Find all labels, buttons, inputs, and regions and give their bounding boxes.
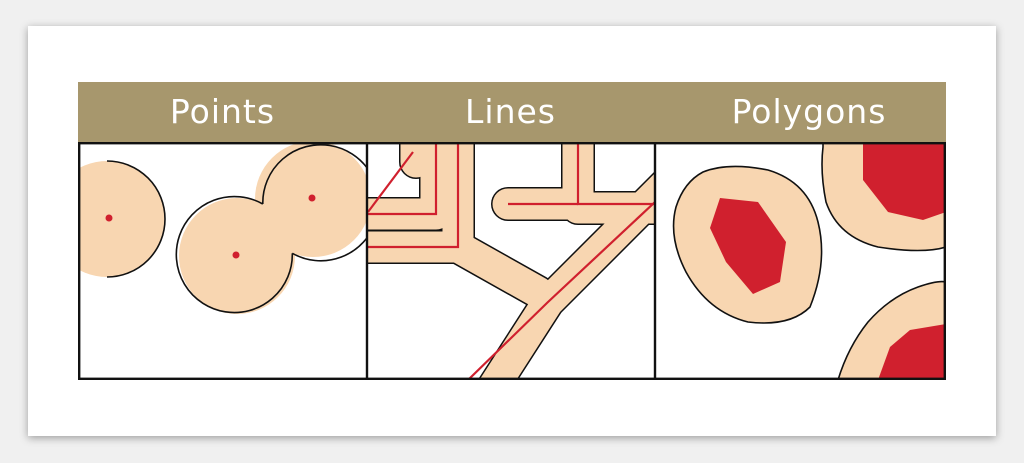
polygons-panel <box>655 142 946 380</box>
line-feature <box>467 201 655 380</box>
figure-card: Points Lines Polygons <box>28 26 996 436</box>
point-feature <box>232 251 240 259</box>
point-feature <box>105 214 113 222</box>
line-features <box>367 144 655 380</box>
polygon-feature <box>863 142 946 220</box>
panel-title-points: Points <box>169 92 276 131</box>
point-buffer-outline <box>261 144 367 262</box>
point-feature <box>308 194 316 202</box>
line-feature <box>367 144 460 249</box>
panel-borders <box>78 142 946 380</box>
point-buffer-outline <box>106 160 166 278</box>
point-buffer <box>78 161 165 277</box>
line-feature <box>367 144 438 216</box>
line-feature <box>367 151 414 213</box>
panel-title-polygons: Polygons <box>731 92 887 131</box>
lines-panel <box>367 142 655 380</box>
panel-title-lines: Lines <box>465 92 556 131</box>
polygon-feature <box>710 198 786 294</box>
panels-row <box>78 142 946 380</box>
buffer-figure: Points Lines Polygons <box>78 82 946 380</box>
panels-svg <box>78 142 946 380</box>
polygon-feature <box>878 324 946 380</box>
points-panel <box>78 142 367 380</box>
point-buffer-outline <box>175 195 294 314</box>
header-bar: Points Lines Polygons <box>78 82 946 142</box>
